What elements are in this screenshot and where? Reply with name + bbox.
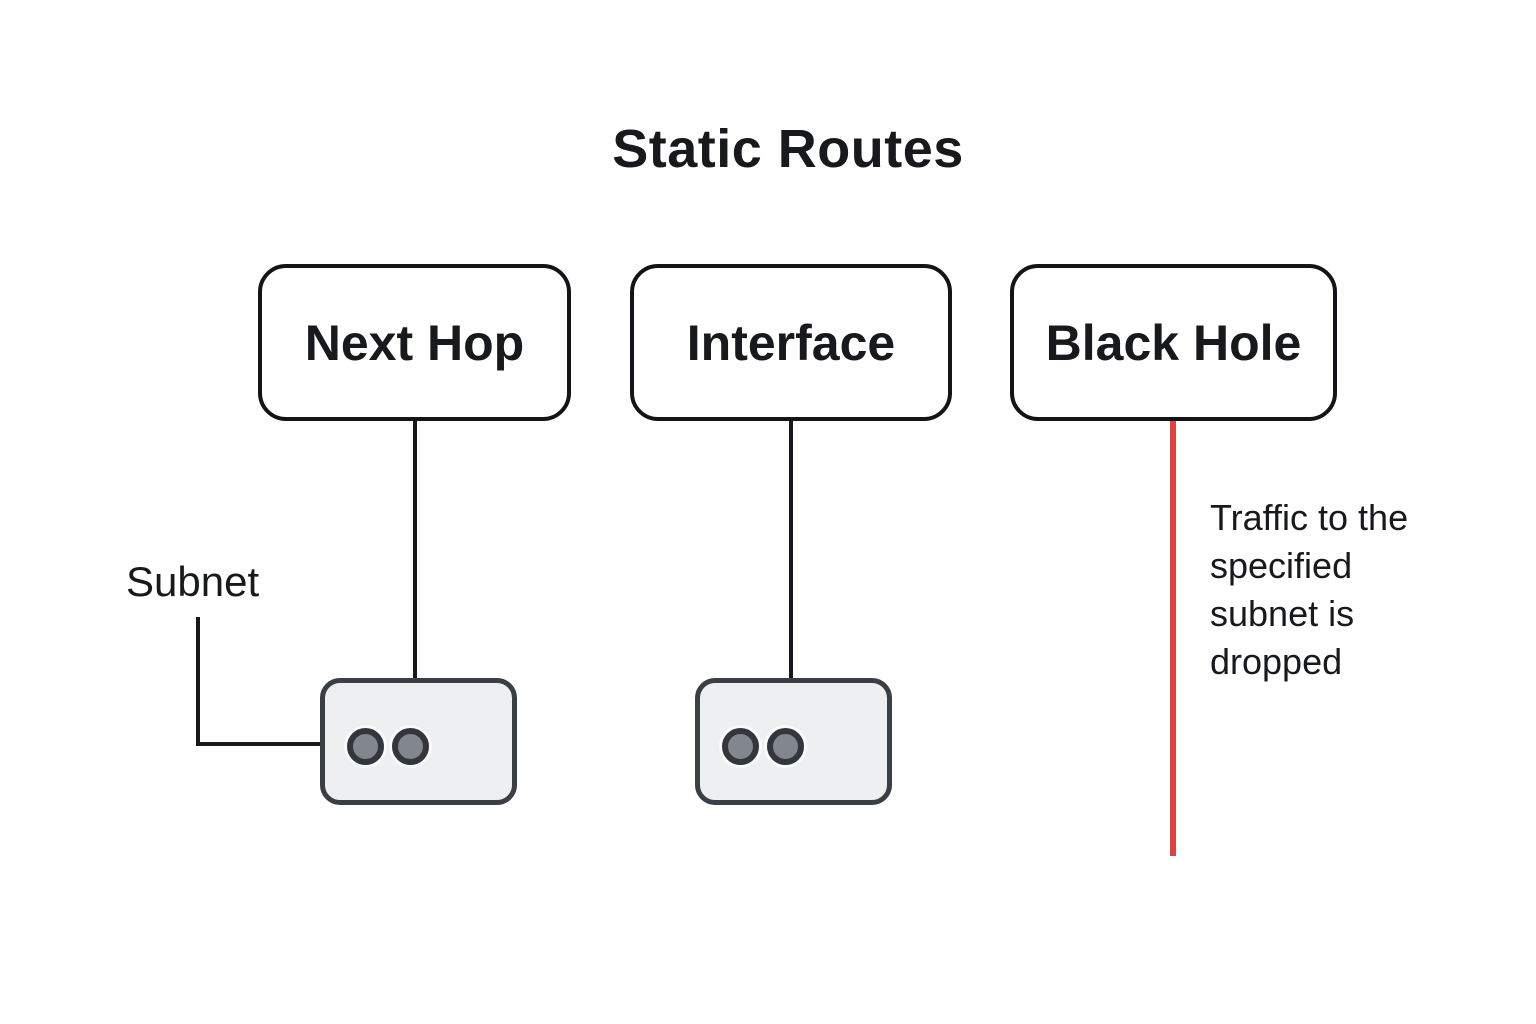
route-box-interface: Interface	[630, 264, 952, 421]
device-port-icon	[722, 728, 759, 765]
device-port-icon	[347, 728, 384, 765]
route-box-black-hole: Black Hole	[1010, 264, 1337, 421]
interface-connector-line	[789, 420, 793, 678]
subnet-device-interface	[695, 678, 892, 805]
subnet-callout-line-vertical	[196, 617, 200, 745]
subnet-callout-line-horizontal	[196, 742, 322, 746]
device-port-icon	[767, 728, 804, 765]
route-box-next-hop: Next Hop	[258, 264, 571, 421]
black-hole-drop-line	[1170, 420, 1176, 856]
route-box-next-hop-label: Next Hop	[304, 314, 525, 371]
route-box-interface-label: Interface	[686, 314, 896, 371]
black-hole-note: Traffic to the specified subnet is dropp…	[1210, 497, 1409, 682]
subnet-label: Subnet	[126, 558, 260, 605]
device-port-icon	[392, 728, 429, 765]
diagram-title: Static Routes	[612, 119, 964, 179]
route-box-black-hole-label: Black Hole	[1045, 314, 1302, 371]
next-hop-connector-line	[413, 420, 417, 678]
subnet-device-next-hop	[320, 678, 517, 805]
